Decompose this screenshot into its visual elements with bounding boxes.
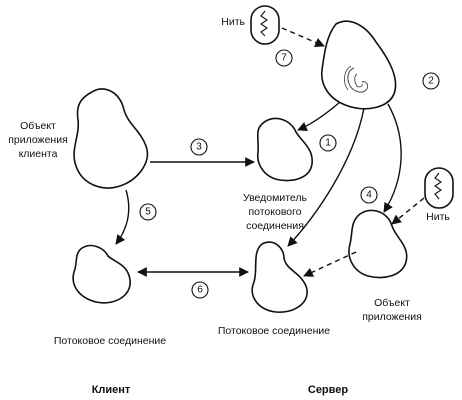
arrow-app-object-to-server-stream [303, 251, 357, 277]
step-number: 4 [366, 190, 372, 201]
step-number: 7 [281, 53, 287, 64]
ear-icon [344, 65, 369, 93]
arrow-listener-to-notifier [297, 101, 341, 132]
step-number: 6 [197, 285, 203, 296]
app-object-blob [348, 209, 408, 279]
step-marker-4: 4 [360, 186, 378, 204]
server-listener-blob [321, 20, 397, 110]
client-app-object-blob [73, 88, 149, 189]
step-marker-1: 1 [319, 134, 337, 152]
step-marker-2: 2 [422, 72, 440, 90]
step-number: 1 [325, 138, 331, 149]
thread-icon [424, 167, 454, 209]
client-side-label: Клиент [92, 384, 131, 396]
step-number: 3 [196, 142, 202, 153]
notifier-blob [256, 117, 313, 182]
arrow-listener-to-app-object [383, 103, 402, 213]
step-marker-5: 5 [139, 203, 157, 221]
thread-right-label: Нить [426, 211, 450, 223]
client-stream-blob [72, 244, 131, 304]
svg-text:Уведомитель: Уведомитель [243, 192, 308, 204]
svg-text:приложения: приложения [8, 134, 68, 146]
step-marker-6: 6 [191, 281, 209, 299]
server-stream-label: Потоковое соединение [218, 325, 330, 337]
server-stream-blob [251, 241, 308, 313]
step-number: 2 [428, 76, 434, 87]
app-object-label: Объект приложения [362, 297, 422, 323]
step-number: 5 [145, 207, 151, 218]
svg-text:потокового: потокового [248, 206, 301, 218]
thread-icon [250, 5, 280, 45]
arrow-client-to-client-stream [115, 189, 130, 245]
thread-top-label: Нить [221, 16, 245, 28]
server-side-label: Сервер [308, 384, 349, 396]
svg-text:клиента: клиента [19, 148, 58, 160]
step-marker-3: 3 [190, 138, 208, 156]
svg-text:Объект: Объект [374, 297, 410, 309]
arrow-thread-to-app-object [391, 197, 425, 225]
client-object-label: Объект приложения клиента [8, 120, 68, 160]
step-marker-7: 7 [275, 49, 293, 67]
svg-text:Объект: Объект [20, 120, 56, 132]
svg-text:приложения: приложения [362, 311, 422, 323]
svg-text:соединения: соединения [246, 220, 304, 232]
arrow-thread-to-listener [281, 27, 325, 48]
arrow-listener-to-server-stream [287, 107, 365, 247]
notifier-label: Уведомитель потокового соединения [243, 192, 308, 232]
client-stream-label: Потоковое соединение [54, 335, 166, 347]
